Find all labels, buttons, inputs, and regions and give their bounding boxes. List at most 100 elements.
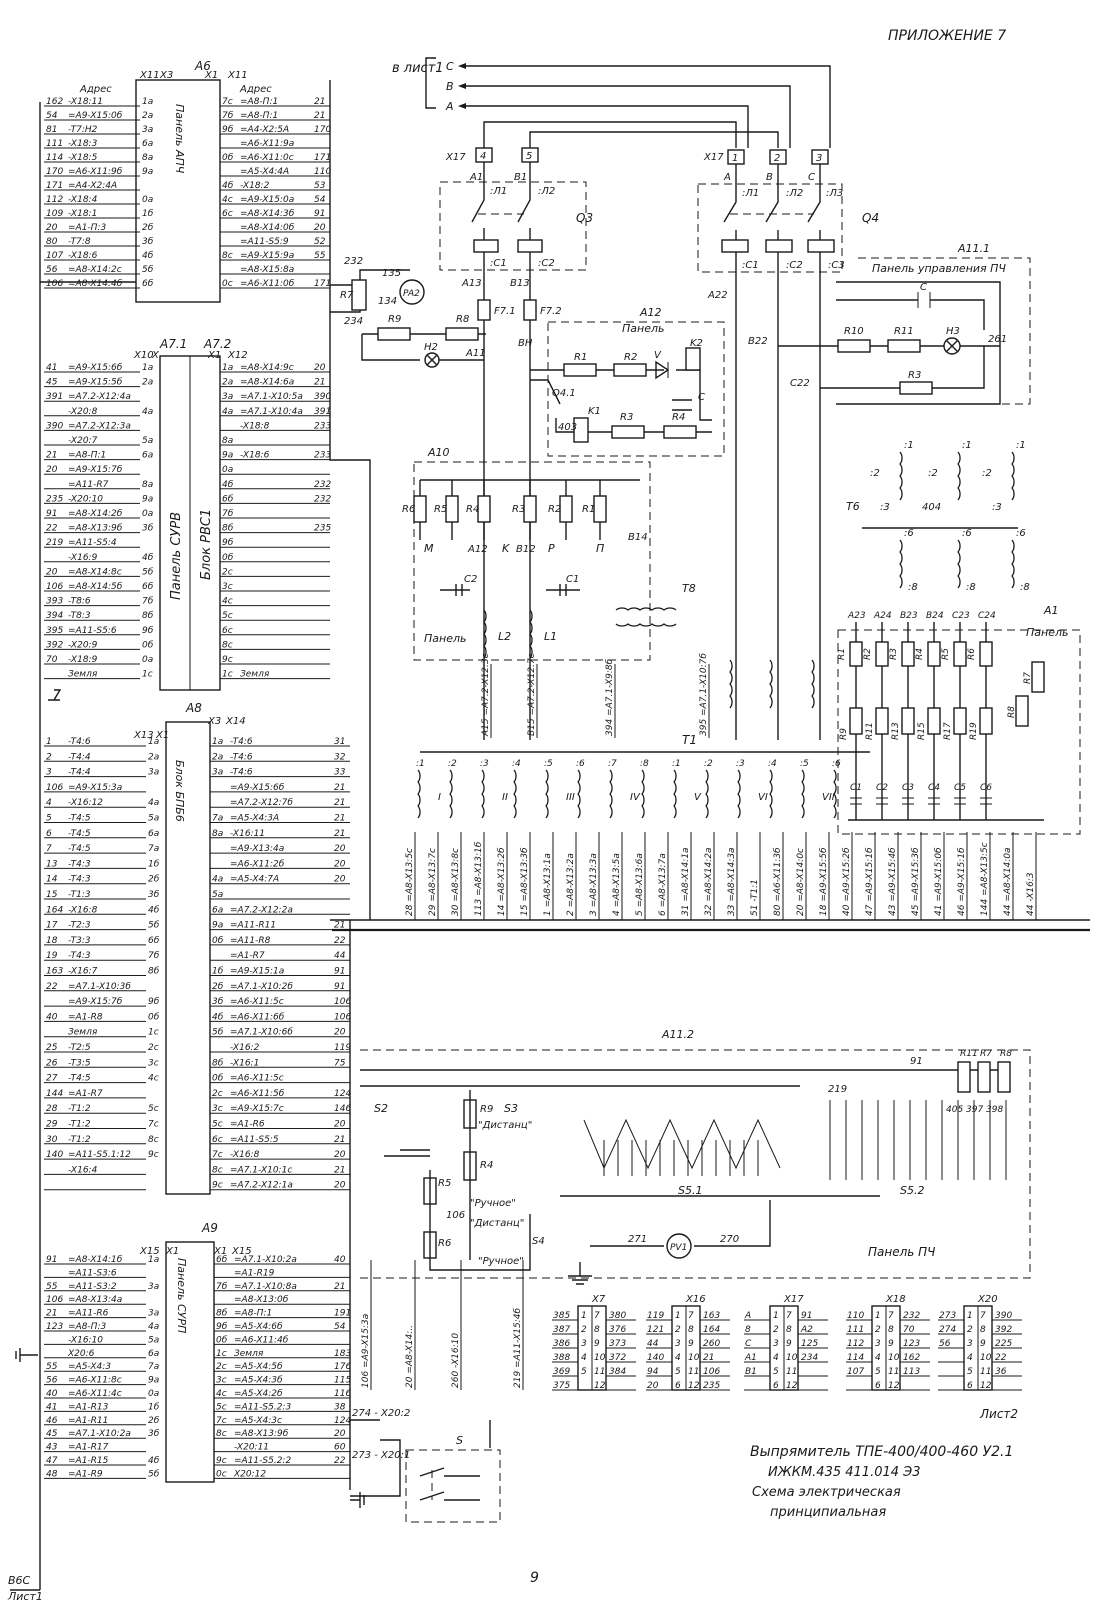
- a7-row-pin-right: 3а: [222, 392, 233, 402]
- x16-right: 164: [703, 1325, 720, 1335]
- t1-tap: :8: [640, 759, 649, 769]
- a9-row-num-right: 22: [334, 1456, 346, 1466]
- wire-drop-label: 28 =A8-X13:5с: [405, 848, 415, 916]
- q3-l1: :Л1: [490, 186, 507, 197]
- t6-secondary-coil: [899, 539, 903, 589]
- a9-row-pin: 4б: [148, 1456, 160, 1466]
- x20-pin-b: 9: [980, 1339, 986, 1349]
- a12-c: C: [698, 392, 705, 403]
- n135: 135: [382, 268, 401, 279]
- a1-cap-label: C6: [980, 783, 992, 793]
- a8-row-addr-right: =A7.2-X12:2а: [230, 905, 293, 915]
- a8-row-num-right: 20: [334, 1181, 346, 1191]
- a6-row-num-right: 20: [314, 223, 326, 233]
- a8-row-num-right: 106: [334, 997, 351, 1007]
- x16-pin-a: 4: [675, 1353, 681, 1363]
- x20-pin-b: 11: [980, 1367, 991, 1377]
- a9-row-pin: 5б: [148, 1469, 160, 1479]
- a6-row-pin: 8а: [142, 153, 153, 163]
- a7-conn-left-1: X: [151, 350, 160, 361]
- x16-pin-b: 11: [688, 1367, 699, 1377]
- a7-row-num: 41: [46, 363, 57, 373]
- wire-drop-label: 30 =A8-X13:8с: [451, 848, 461, 916]
- t1-tap: :2: [704, 759, 713, 769]
- a1-top-res-label: R1: [837, 648, 847, 660]
- a6-row-addr-right: =A4-X2:5А: [240, 125, 289, 135]
- x20-right: 36: [995, 1367, 1007, 1377]
- a8-row-addr: -T4:5: [68, 814, 91, 824]
- phase-c: C: [446, 60, 454, 73]
- a7-row-num: 22: [46, 524, 58, 534]
- a9-row-addr: =A11-S3:2: [68, 1282, 117, 1292]
- a7-row-pin: 3б: [142, 524, 154, 534]
- a6-row-num: 170: [46, 167, 63, 177]
- t6-404: 404: [922, 502, 941, 513]
- a10-c1: C1: [566, 574, 579, 585]
- a7-row-addr-right: =A7.1-X10:5а: [240, 392, 303, 402]
- x18-left: 107: [847, 1367, 864, 1377]
- a11-2-mode-0: "Дистанц": [478, 1120, 532, 1131]
- a6-row-pin: 4б: [142, 251, 154, 261]
- a7-row-pin-right: 6б: [222, 494, 234, 504]
- a8-row-pin-right: 8а: [212, 829, 223, 839]
- a7-row-pin: 8б: [142, 611, 154, 621]
- a8-row-num-right: 22: [334, 936, 346, 946]
- a6-conn-left-1: X3: [159, 70, 173, 81]
- transformer-t1: T1 :1:2I:3:4II:5:6III:7:8IV:1:2V:3:4VI:5…: [416, 659, 870, 819]
- a11-1-sub: Панель управления ПЧ: [872, 262, 1006, 275]
- a9-row-addr: =A8-П:3: [68, 1322, 106, 1332]
- a9-row-num-right: 21: [334, 1282, 345, 1292]
- a7-row-pin-right: 4с: [222, 597, 233, 607]
- q4-l1: :Л1: [742, 188, 759, 199]
- a8-row-num-right: 91: [334, 967, 345, 977]
- a8-row-pin: 4с: [148, 1074, 159, 1084]
- x7-left: 375: [553, 1381, 570, 1391]
- a6-row-addr-right: =A6-X11:9а: [240, 139, 294, 149]
- x20-pin-a: 6: [967, 1381, 973, 1391]
- x7-pin-a: 3: [581, 1339, 587, 1349]
- x18-pin-a: 6: [875, 1381, 881, 1391]
- x18-right: 162: [903, 1353, 920, 1363]
- a7-row-addr: -X20:10: [68, 494, 103, 504]
- x16-pin-a: 2: [675, 1325, 681, 1335]
- a8-row-num: 19: [46, 951, 58, 961]
- panel-a11-1: A11.1 Панель управления ПЧ C R10 R11 H3 …: [778, 242, 1031, 405]
- a10-t8: T8: [682, 582, 696, 595]
- a6-row-num-right: 170: [314, 125, 331, 135]
- a7-row-pin-right: 1с: [222, 670, 233, 680]
- lamp-h2-chain: R9 R8 H2 A11 BH: [361, 314, 533, 368]
- a8-row-num: 22: [46, 982, 58, 992]
- a8-row-num-right: 21: [334, 921, 345, 931]
- a6-row-addr-right: =A5-X4:4А: [240, 167, 289, 177]
- a7-row-num-right: 390: [314, 392, 331, 402]
- a1-side-resistor: [1015, 695, 1029, 727]
- a8-row-num-right: 20: [334, 875, 346, 885]
- a6-row-addr: -T7:H2: [68, 125, 98, 135]
- wire-drop-label: 43 =A9-X15:4б: [888, 847, 898, 916]
- r8-label: R8: [456, 314, 469, 325]
- x16-left: 44: [647, 1339, 659, 1349]
- x7-pin-a: 2: [581, 1325, 587, 1335]
- a8-row-pin-right: 0б: [212, 936, 224, 946]
- a8-row-addr: -T3:5: [68, 1058, 91, 1068]
- a7-row-pin: 0б: [142, 640, 154, 650]
- a7-row-pin: 4б: [142, 553, 154, 563]
- a6-row-addr-right: =A8-X14:0б: [240, 223, 295, 233]
- a6-row-addr: =A8-X14:2с: [68, 265, 122, 275]
- x20-pin-a: 2: [967, 1325, 973, 1335]
- t1-winding: [449, 769, 453, 819]
- a9-row-num: 40: [46, 1389, 58, 1399]
- a8-row-addr: -T1:2: [68, 1135, 91, 1145]
- net-a22: A22: [707, 290, 728, 301]
- a11-2-r8: R8: [1000, 1049, 1012, 1059]
- a6-row-pin: 3а: [142, 125, 153, 135]
- q3-c1: :С1: [490, 258, 507, 269]
- a7-row-num: 70: [46, 655, 58, 665]
- a8-row-num: 140: [46, 1150, 63, 1160]
- a9-conn-left-0: X15: [139, 1246, 160, 1257]
- x7-right: 373: [609, 1339, 626, 1349]
- t6-tap-6: :6: [962, 528, 972, 539]
- a7-row-pin: 0а: [142, 655, 153, 665]
- a10-b14: B14: [628, 532, 648, 543]
- a7-row-addr: =A9-X15:6б: [68, 363, 123, 373]
